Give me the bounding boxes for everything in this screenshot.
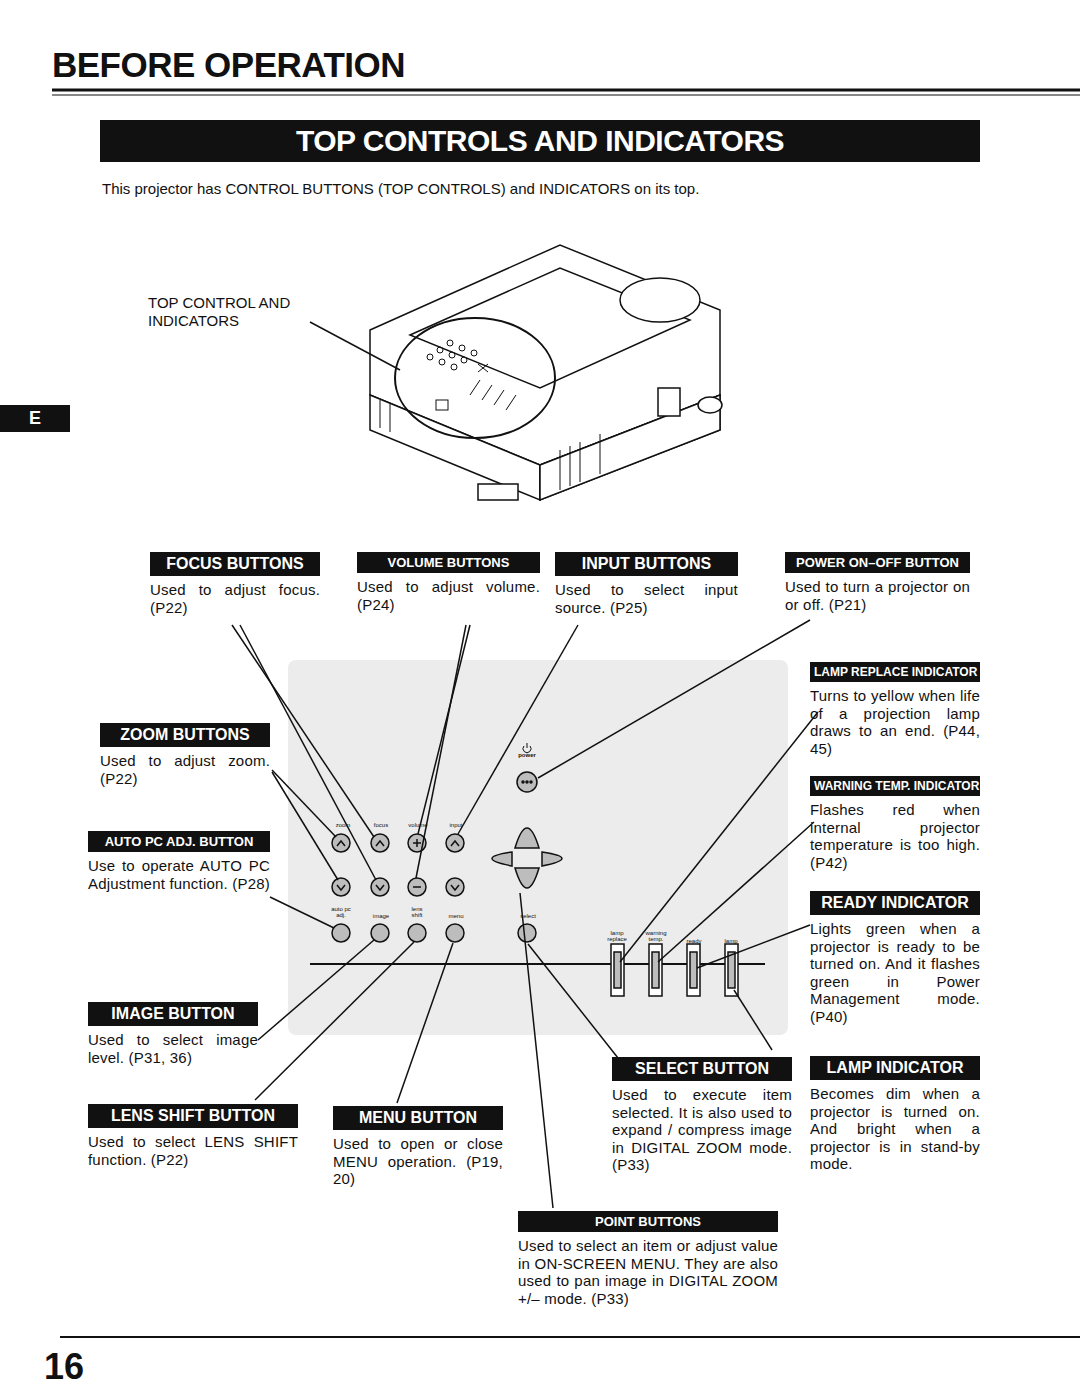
callout-description: Used to open or close MENU operation. (P…: [333, 1135, 503, 1188]
callout: SELECT BUTTON Used to execute item select…: [612, 1057, 792, 1174]
callout-heading: READY INDICATOR: [810, 891, 980, 915]
callout-heading: SELECT BUTTON: [612, 1057, 792, 1081]
panel-label: menu: [441, 913, 471, 919]
callout-heading: INPUT BUTTONS: [555, 552, 738, 576]
callout: INPUT BUTTONS Used to select input source…: [555, 552, 738, 616]
callout-heading: VOLUME BUTTONS: [357, 552, 540, 573]
panel-label: ready: [680, 938, 708, 944]
callout-heading: AUTO PC ADJ. BUTTON: [88, 831, 270, 852]
page-number: 16: [44, 1345, 104, 1388]
callout-heading: E: [0, 405, 70, 432]
callout: ZOOM BUTTONS Used to adjust zoom. (P22): [100, 723, 270, 787]
callout: LAMP INDICATOR Becomes dim when a project…: [810, 1056, 980, 1173]
page-title: BEFORE OPERATION: [52, 44, 405, 86]
callout-heading: LAMP REPLACE INDICATOR: [810, 662, 980, 682]
note-text: This projector has CONTROL BUTTONS (TOP …: [102, 180, 902, 198]
section-banner: TOP CONTROLS AND INDICATORS: [100, 120, 980, 162]
callout: LENS SHIFT BUTTON Used to select LENS SHI…: [88, 1104, 298, 1168]
callout-heading: POINT BUTTONS: [518, 1211, 778, 1232]
callout-description: Flashes red when internal projector temp…: [810, 801, 980, 871]
callout-heading: LAMP INDICATOR: [810, 1056, 980, 1080]
callout: AUTO PC ADJ. BUTTON Use to operate AUTO P…: [88, 831, 270, 892]
callout: POINT BUTTONS Used to select an item or a…: [518, 1211, 778, 1307]
callout: VOLUME BUTTONS Used to adjust volume. (P2…: [357, 552, 540, 613]
panel-label: input: [441, 822, 471, 828]
panel-label: select: [513, 913, 543, 919]
callout-description: Lights green when a projector is ready t…: [810, 920, 980, 1025]
callout-description: Used to execute item selected. It is als…: [612, 1086, 792, 1174]
callout-heading: FOCUS BUTTONS: [150, 552, 320, 576]
panel-label: focus: [366, 822, 396, 828]
callout-description: Turns to yellow when life of a projectio…: [810, 687, 980, 757]
callout-description: Used to adjust volume. (P24): [357, 578, 540, 613]
panel-label: lens shift: [407, 906, 427, 919]
callout-description: Used to select LENS SHIFT function. (P22…: [88, 1133, 298, 1168]
callout-description: Used to select input source. (P25): [555, 581, 738, 616]
panel-label: volume: [403, 822, 433, 828]
callout-heading: ZOOM BUTTONS: [100, 723, 270, 747]
panel-label: image: [366, 913, 396, 919]
callout-description: Used to adjust zoom. (P22): [100, 752, 270, 787]
callout: POWER ON–OFF BUTTON Used to turn a projec…: [785, 552, 970, 613]
callout: FOCUS BUTTONS Used to adjust focus. (P22): [150, 552, 320, 616]
language-tab: E: [0, 405, 70, 432]
panel-label: power: [512, 752, 542, 758]
callout-description: Used to select image level. (P31, 36): [88, 1031, 258, 1066]
panel-label: lamp: [717, 938, 745, 944]
callout-heading: LENS SHIFT BUTTON: [88, 1104, 298, 1128]
callout: MENU BUTTON Used to open or close MENU op…: [333, 1106, 503, 1188]
callout-description: Becomes dim when a projector is turned o…: [810, 1085, 980, 1173]
panel-label: auto pc adj.: [330, 906, 352, 919]
callout-heading: WARNING TEMP. INDICATOR: [810, 776, 980, 796]
panel-label: warning temp.: [642, 930, 670, 943]
callout-heading: IMAGE BUTTON: [88, 1002, 258, 1026]
callout: WARNING TEMP. INDICATOR Flashes red when …: [810, 776, 980, 871]
callout-description: Used to turn a projector on or off. (P21…: [785, 578, 970, 613]
callout-heading: MENU BUTTON: [333, 1106, 503, 1130]
callout-description: Used to adjust focus. (P22): [150, 581, 320, 616]
callout-description: Used to select an item or adjust value i…: [518, 1237, 778, 1307]
callout: IMAGE BUTTON Used to select image level. …: [88, 1002, 258, 1066]
panel-label: lamp replace: [604, 930, 630, 943]
callout-heading: TOP CONTROLS AND INDICATORS: [100, 120, 980, 162]
callout-description: Use to operate AUTO PC Adjustment functi…: [88, 857, 270, 892]
callout: LAMP REPLACE INDICATOR Turns to yellow wh…: [810, 662, 980, 757]
panel-label: zoom: [328, 822, 358, 828]
callout-heading: POWER ON–OFF BUTTON: [785, 552, 970, 573]
callout: READY INDICATOR Lights green when a proje…: [810, 891, 980, 1025]
note-text: TOP CONTROL AND INDICATORS: [148, 294, 318, 330]
